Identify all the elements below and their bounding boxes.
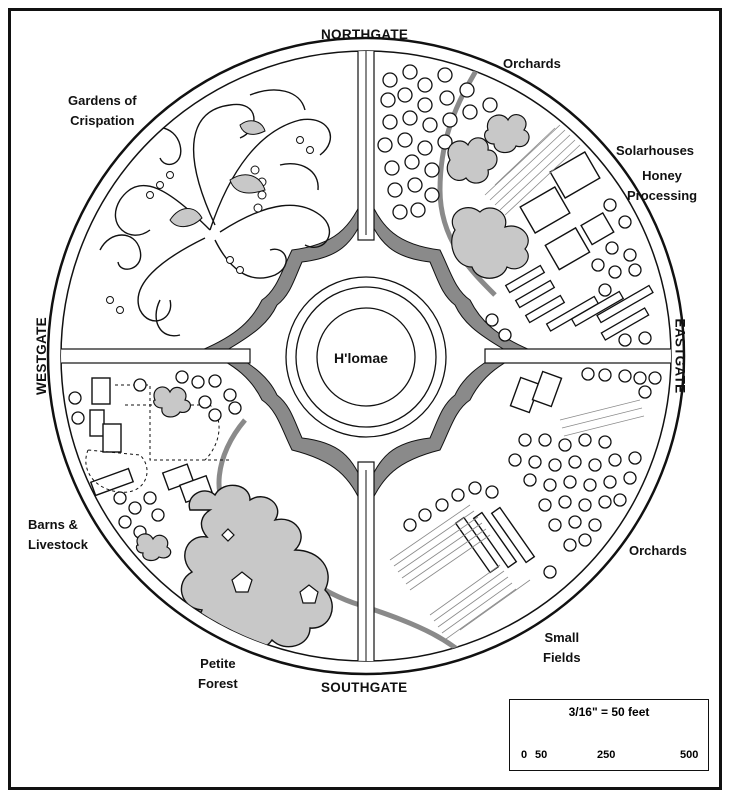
- road-west: [61, 348, 251, 364]
- gate-label-west: WESTGATE: [33, 317, 49, 395]
- label-honey-line1: Honey: [642, 168, 682, 183]
- scale-legend: 3/16" = 50 feet 0 50 250 500: [509, 699, 709, 771]
- center-ring-inner: [316, 307, 416, 407]
- se-buildings: [454, 370, 563, 574]
- orchard-ne-east-trees: [485, 198, 652, 347]
- livestock-trees: [68, 370, 242, 539]
- label-barns-livestock: Barns & Livestock: [28, 515, 88, 555]
- livestock-groves: [135, 386, 192, 562]
- barns: [89, 377, 214, 504]
- label-forest-line1: Petite: [200, 656, 236, 671]
- scale-tick-label-500: 500: [680, 749, 699, 761]
- center-ring-mid: [295, 286, 437, 428]
- gate-label-north: NORTHGATE: [321, 27, 409, 42]
- label-gardens-line2: Crispation: [70, 113, 135, 128]
- label-honey-processing: Honey Processing: [627, 166, 697, 206]
- center-ring-outer: [285, 276, 447, 438]
- small-fields-rows: [389, 399, 645, 640]
- crispation-leaves: [169, 120, 266, 227]
- gate-label-east: EASTGATE: [672, 318, 688, 394]
- label-orchards-se: Orchards: [629, 543, 687, 558]
- fields-ne: [484, 124, 581, 216]
- orchard-ne-groves: [446, 114, 530, 279]
- scale-tick-label-250: 250: [597, 749, 616, 761]
- center-label: H'lomae: [334, 350, 388, 366]
- orchard-se-trees: [403, 367, 662, 579]
- label-orchards-ne: Orchards: [503, 56, 561, 71]
- label-gardens-of-crispation: Gardens of Crispation: [68, 91, 137, 131]
- label-barns-line1: Barns &: [28, 517, 78, 532]
- petite-forest: [180, 484, 333, 651]
- road-east: [484, 348, 671, 364]
- scale-title: 3/16" = 50 feet: [568, 705, 650, 719]
- label-solarhouses: Solarhouses: [616, 143, 695, 158]
- solarhouses: [519, 151, 615, 271]
- label-honey-line2: Processing: [627, 188, 698, 203]
- label-fields-line2: Fields: [543, 650, 581, 665]
- label-forest-line2: Forest: [198, 676, 238, 691]
- gate-label-south: SOUTHGATE: [321, 680, 408, 695]
- orchard-ne-trees: [377, 64, 498, 220]
- scale-tick-label-50: 50: [535, 749, 548, 761]
- honey-hives: [504, 264, 654, 341]
- label-small-fields: Small Fields: [543, 628, 581, 668]
- outer-ring: [46, 36, 686, 676]
- scale-tick-label-0: 0: [521, 749, 528, 761]
- label-fields-line1: Small: [544, 630, 580, 645]
- label-barns-line2: Livestock: [28, 537, 88, 552]
- label-gardens-line1: Gardens of: [68, 93, 137, 108]
- forest-clearings: [221, 528, 319, 604]
- label-petite-forest: Petite Forest: [198, 654, 238, 694]
- crispation-dots: [106, 136, 314, 314]
